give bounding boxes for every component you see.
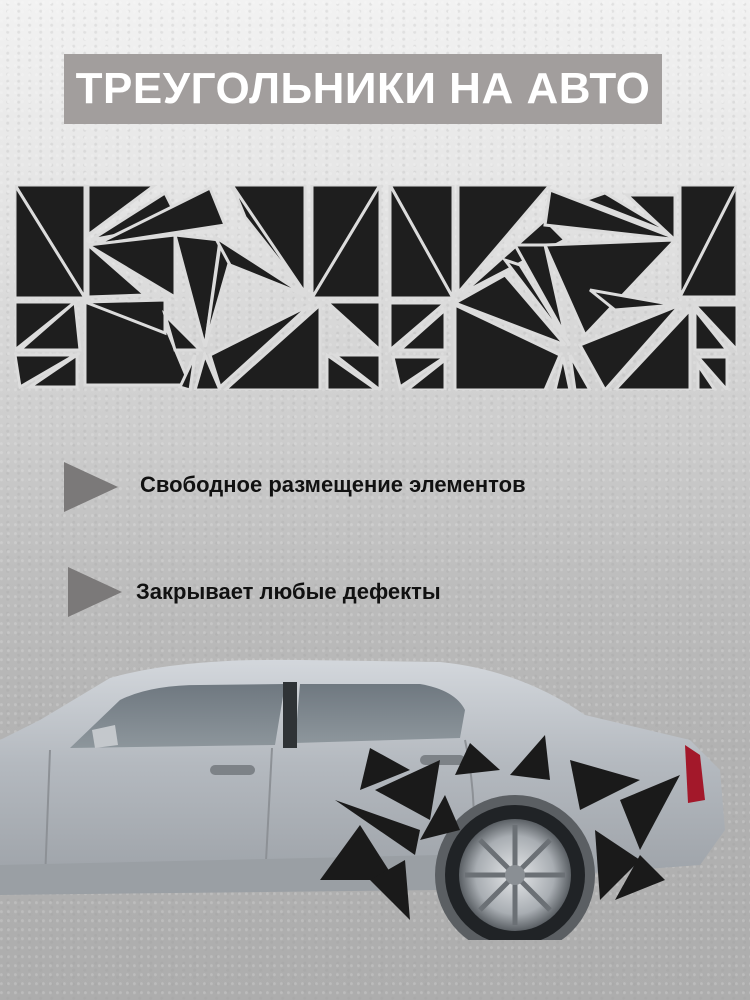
triangle-bullet-icon bbox=[68, 567, 122, 617]
page-title: ТРЕУГОЛЬНИКИ НА АВТО bbox=[75, 64, 651, 113]
triangle-pattern-image bbox=[15, 185, 737, 390]
feature-label: Закрывает любые дефекты bbox=[136, 579, 441, 604]
car-photo bbox=[0, 659, 725, 940]
triangle-bullet-icon bbox=[64, 462, 118, 512]
title-banner: ТРЕУГОЛЬНИКИ НА АВТО bbox=[64, 54, 662, 124]
feature-label: Свободное размещение элементов bbox=[140, 472, 526, 497]
